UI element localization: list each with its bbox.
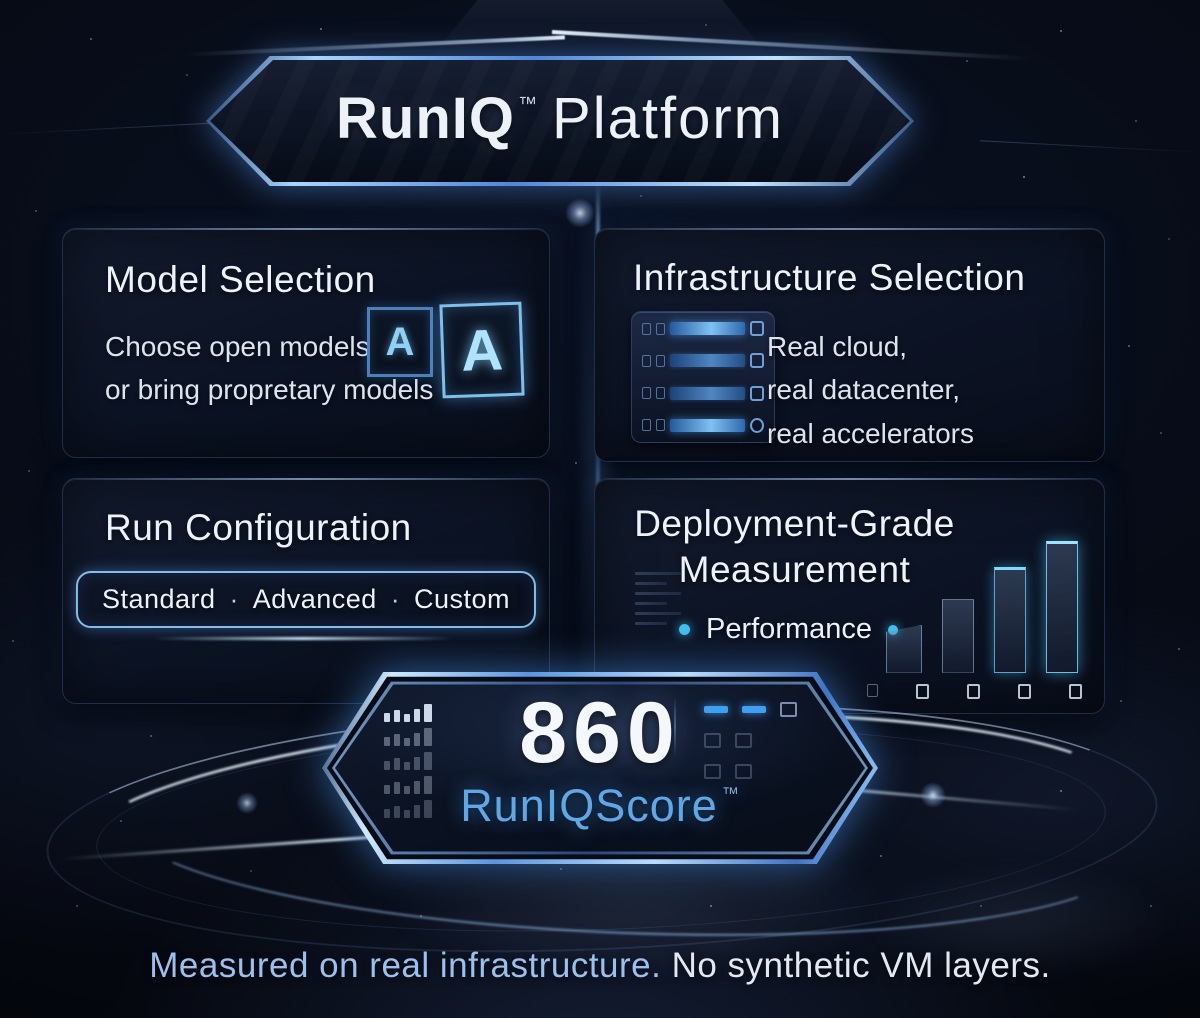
panel-title: Model Selection <box>105 259 376 300</box>
body-line: Choose open models <box>105 331 370 362</box>
option-standard: Standard <box>101 584 216 614</box>
panel-body: Real cloud, real datacenter, real accele… <box>767 325 974 455</box>
option-custom: Custom <box>414 584 511 614</box>
badge-divider <box>674 698 676 756</box>
light-flare <box>565 198 595 228</box>
pill-light-streak <box>153 637 453 640</box>
panel-title: Infrastructure Selection <box>633 257 1026 298</box>
model-tiles-icon: A A <box>367 301 525 399</box>
option-advanced: Advanced <box>252 584 377 614</box>
caption-rest: No synthetic VM layers. <box>661 946 1051 985</box>
body-line: or bring propretary models <box>105 374 434 406</box>
chart-bar <box>1046 541 1078 673</box>
top-wedge-shape <box>430 0 770 58</box>
body-line: Real cloud, <box>767 331 908 362</box>
bullet-dot-icon <box>888 624 899 635</box>
panel-title-line2: Measurement <box>678 549 911 590</box>
panel-title-line1: Deployment-Grade <box>634 503 955 544</box>
panel-run-configuration: Run Configuration Standard · Advanced · … <box>62 478 550 704</box>
score-label-text: RunIQScore <box>460 780 718 831</box>
product-name: Platform <box>552 85 784 151</box>
model-a-icon-large: A <box>439 301 525 399</box>
server-rack-icon <box>631 311 775 443</box>
star-field <box>0 0 2 2</box>
run-options-pill: Standard · Advanced · Custom <box>75 571 537 628</box>
option-separator: · <box>229 584 239 614</box>
structural-line-right <box>980 140 1200 153</box>
performance-row: Performance <box>679 613 899 646</box>
option-separator: · <box>390 584 400 614</box>
banner-face <box>210 60 910 182</box>
brand-name: RunIQ <box>336 85 516 151</box>
chart-tick-marks <box>867 684 1082 699</box>
metric-label: Performance <box>706 613 873 645</box>
server-row <box>642 321 764 336</box>
server-row <box>642 385 764 401</box>
panel-title: Run Configuration <box>105 507 412 548</box>
trademark-symbol: ™ <box>518 93 539 115</box>
runiq-score-value: 860 <box>519 685 681 781</box>
light-flare <box>920 782 946 808</box>
model-a-icon-small: A <box>367 307 433 377</box>
bar-chart-icon <box>886 541 1078 673</box>
chart-bar <box>886 625 922 673</box>
server-row <box>642 417 764 433</box>
caption-highlight: Measured on real infrastructure. <box>149 946 662 985</box>
equalizer-icon <box>384 704 432 824</box>
body-line: real datacenter, <box>767 374 961 406</box>
structural-line-left <box>0 122 220 135</box>
footer-caption: Measured on real infrastructure. No synt… <box>0 946 1200 986</box>
server-row <box>642 353 764 369</box>
indicator-lights-icon <box>704 702 800 795</box>
badge-face <box>335 684 865 852</box>
panel-body: Choose open models or bring propretary m… <box>105 325 433 412</box>
chart-bar <box>942 599 974 673</box>
metric-list-icon <box>635 565 681 632</box>
light-flare <box>236 792 258 814</box>
panel-infrastructure-selection: Infrastructure Selection Real cloud, rea… <box>594 228 1105 462</box>
chart-bar <box>994 567 1026 673</box>
trademark-symbol: ™ <box>721 784 740 803</box>
panel-model-selection: Model Selection Choose open models or br… <box>62 228 550 458</box>
body-line: real accelerators <box>767 417 974 449</box>
bullet-dot-icon <box>679 624 690 635</box>
